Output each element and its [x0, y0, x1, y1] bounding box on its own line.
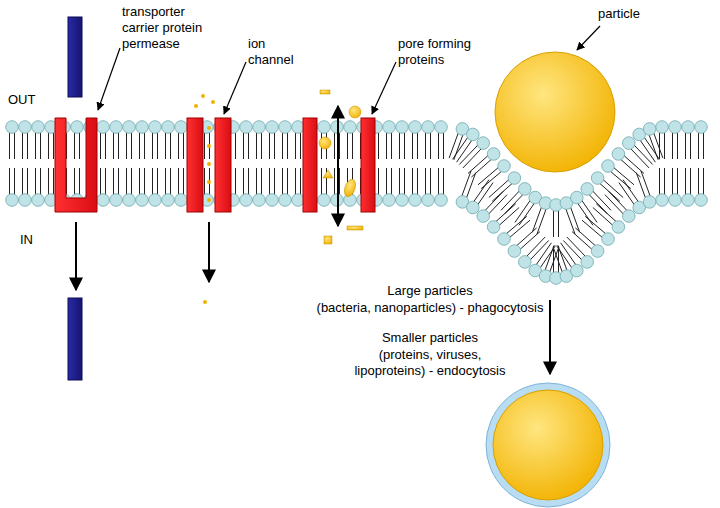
uptake-label: Smaller particles	[350, 330, 510, 346]
channel-label: ion channel	[248, 36, 303, 68]
internalized-particle	[493, 390, 603, 500]
uptake-arrow	[549, 300, 551, 374]
uptake-label: (bacteria, nanoparticles) - phagocytosis	[300, 300, 560, 316]
transport-arrow	[75, 222, 77, 290]
transporter-protein	[55, 118, 97, 212]
bidirectional-arrow	[337, 106, 339, 226]
channel-protein	[187, 118, 203, 212]
lipid-tails	[10, 132, 704, 273]
pore-protein	[303, 118, 317, 212]
ions	[194, 94, 215, 304]
side-label: IN	[20, 232, 60, 248]
pore-protein	[361, 118, 375, 212]
substrate-molecule	[68, 298, 82, 380]
pore-label: pore forming proteins	[398, 36, 486, 68]
substrate-molecule	[68, 17, 82, 97]
channel-protein	[215, 118, 231, 212]
solutes	[319, 90, 363, 244]
uptake-label: (proteins, viruses, lipoproteins) - endo…	[345, 347, 515, 379]
particle	[495, 52, 615, 172]
transporter-label: transporter carrier protein permease	[122, 4, 217, 52]
transport-arrow	[208, 222, 210, 282]
uptake-label: Large particles	[300, 283, 560, 299]
vesicle-membrane	[486, 383, 610, 507]
side-label: OUT	[8, 92, 48, 108]
particle-label: particle	[598, 6, 678, 22]
